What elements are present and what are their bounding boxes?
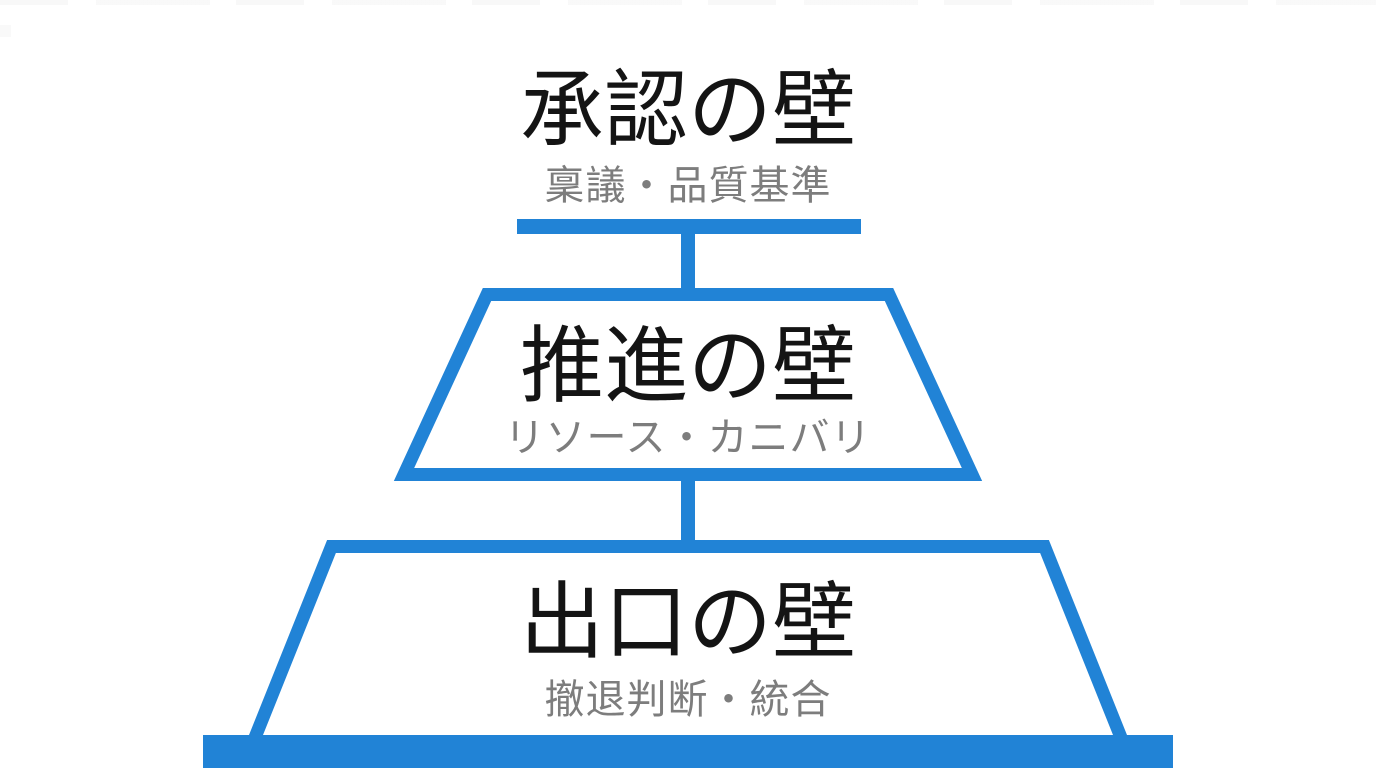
tier-promotion-subtitle: リソース・カニバリ <box>504 416 872 460</box>
top-cap-bar <box>517 219 861 234</box>
left-edge-artifact <box>0 25 11 37</box>
connector-bottom <box>681 470 695 550</box>
tier-approval-subtitle: 稟議・品質基準 <box>544 164 832 208</box>
tier-approval-title: 承認の壁 <box>519 63 856 157</box>
top-edge-artifact <box>0 0 1376 5</box>
connector-top <box>681 228 695 298</box>
tier-promotion-title: 推進の壁 <box>519 319 856 413</box>
tier-exit-subtitle: 撤退判断・統合 <box>544 678 832 722</box>
tier-exit-title: 出口の壁 <box>519 575 856 669</box>
middle-trapezoid <box>393 288 983 481</box>
base-bar <box>203 735 1173 768</box>
